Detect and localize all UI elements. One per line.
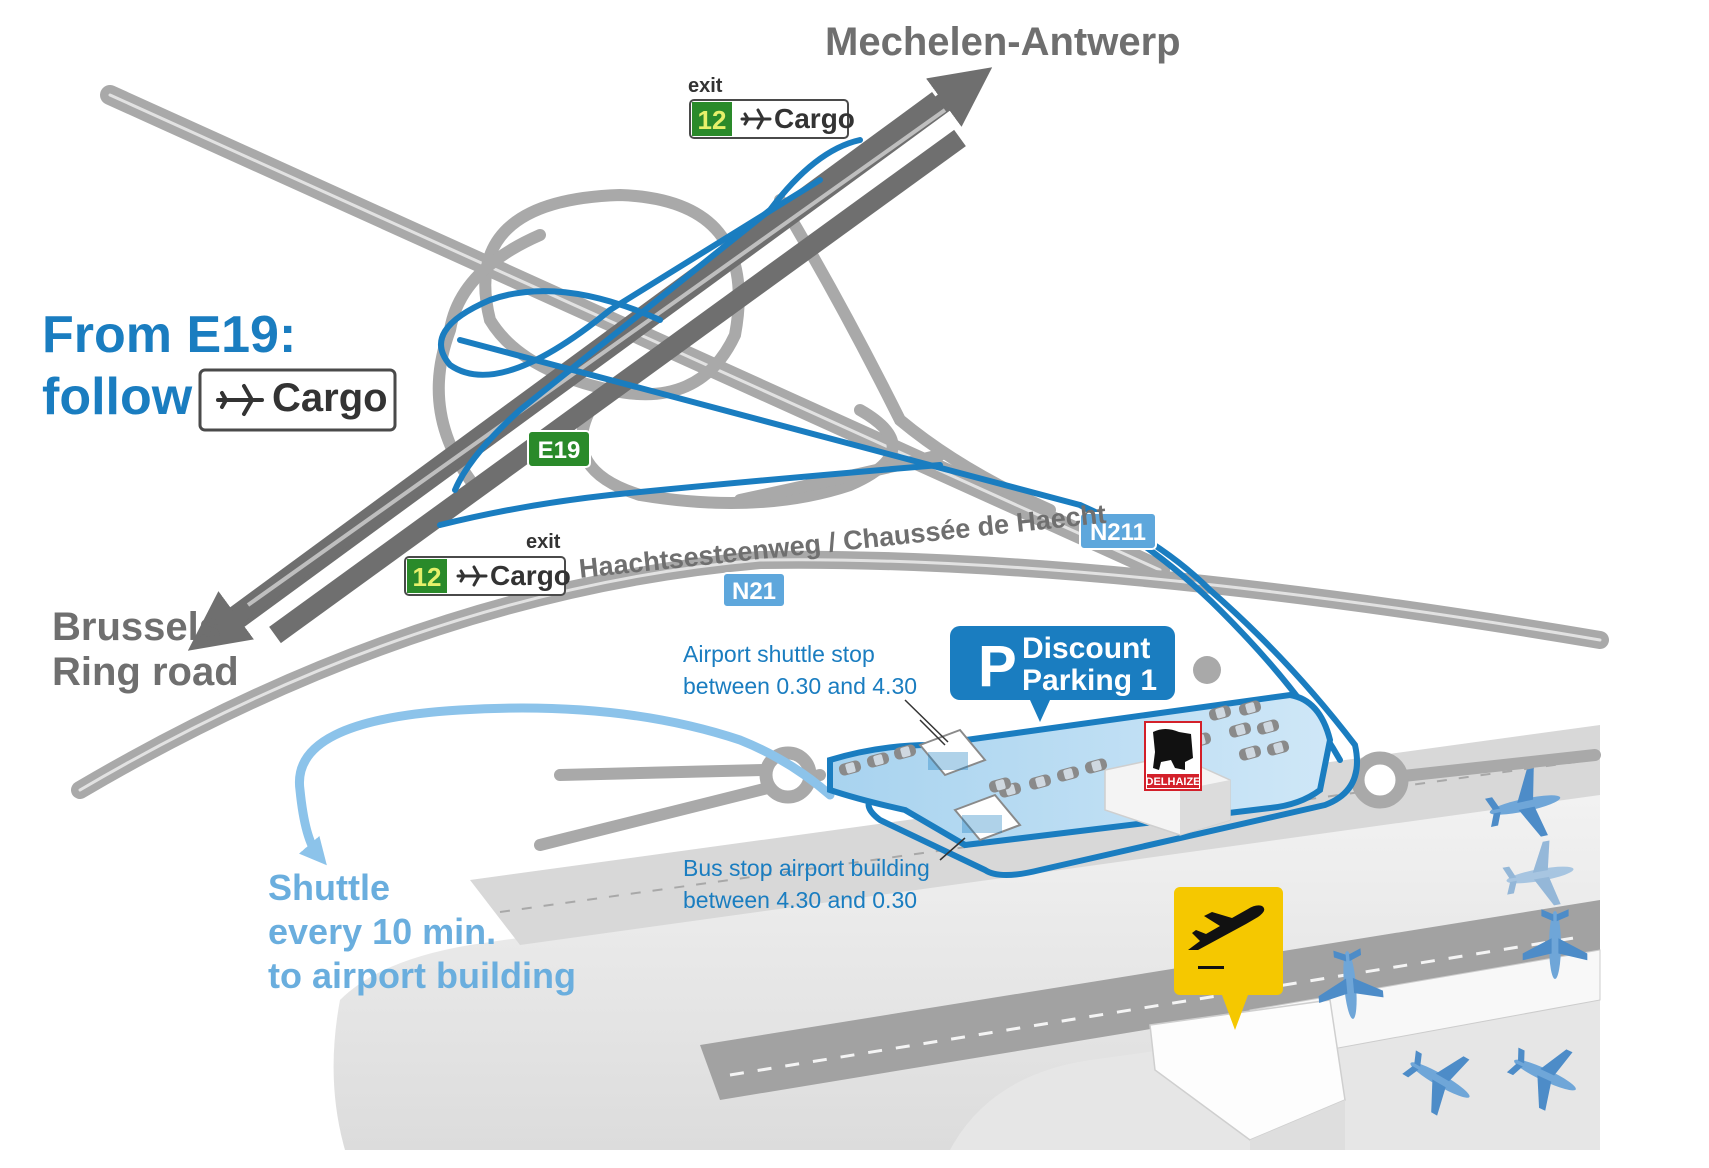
parking-name-line2: Parking 1	[1022, 664, 1157, 697]
destination-north: Mechelen-Antwerp	[825, 20, 1181, 64]
parking-icon: P	[978, 634, 1017, 699]
e19-badge-label: E19	[538, 437, 581, 464]
local-road-2	[554, 764, 771, 781]
airport-terminal-marker	[1174, 887, 1283, 1030]
cargo-sign: Cargo	[198, 368, 397, 432]
exit-label: Cargo	[490, 560, 571, 591]
interchange-ramp-west	[432, 229, 546, 486]
bus-stop-line2: between 4.30 and 0.30	[683, 887, 917, 913]
airplane-icon	[740, 108, 772, 130]
runway-centerline	[729, 935, 1581, 1077]
shuttle-info-line1: Shuttle	[268, 867, 390, 908]
small-roundabout	[1193, 656, 1221, 684]
exit-number: 12	[698, 105, 727, 135]
bus-stop-line1: Bus stop airport building	[683, 855, 930, 881]
shuttle-info-line3: to airport building	[268, 955, 576, 996]
road-network	[71, 85, 1609, 851]
exit-label: Cargo	[774, 103, 855, 134]
airplane-icon	[456, 565, 488, 587]
parking-sign: P Discount Parking 1	[950, 626, 1175, 722]
n211-badge: N211	[1079, 512, 1157, 550]
n21-badge-label: N21	[732, 578, 776, 605]
shuttle-stop-line1: Airport shuttle stop	[683, 641, 875, 667]
n21-badge: N21	[722, 572, 786, 608]
roundabout-east	[1351, 751, 1409, 809]
shuttle-stop-line2: between 0.30 and 4.30	[683, 673, 917, 699]
e19-badge: E19	[527, 430, 591, 468]
destination-south-line2: Ring road	[52, 650, 239, 694]
parking-name-line1: Discount	[1022, 632, 1150, 665]
shuttle-shelter	[918, 728, 987, 777]
exit-word: exit	[688, 75, 723, 97]
exit-sign-north: exit 12 Cargo	[688, 75, 855, 139]
instruction-line1: From E19:	[42, 306, 296, 364]
runway	[700, 900, 1600, 1100]
shuttle-info-line2: every 10 min.	[268, 911, 496, 952]
lion-logo-icon: DELHAIZE	[1144, 721, 1202, 791]
exit-word: exit	[526, 531, 561, 553]
instruction-line2: follow	[42, 368, 193, 426]
cargo-sign-label: Cargo	[272, 376, 388, 420]
destination-south-line1: Brussels	[52, 605, 221, 649]
bus-shelter	[953, 793, 1022, 842]
local-road-3	[1379, 749, 1601, 784]
n211-badge-label: N211	[1090, 519, 1146, 546]
shuttle-path	[294, 703, 835, 866]
exit-sign-south: exit 12 Cargo	[404, 531, 571, 596]
supermarket-name: DELHAIZE	[1146, 776, 1201, 788]
departures-icon	[1188, 905, 1265, 969]
exit-number: 12	[413, 562, 442, 592]
airplane-icon	[216, 384, 264, 416]
